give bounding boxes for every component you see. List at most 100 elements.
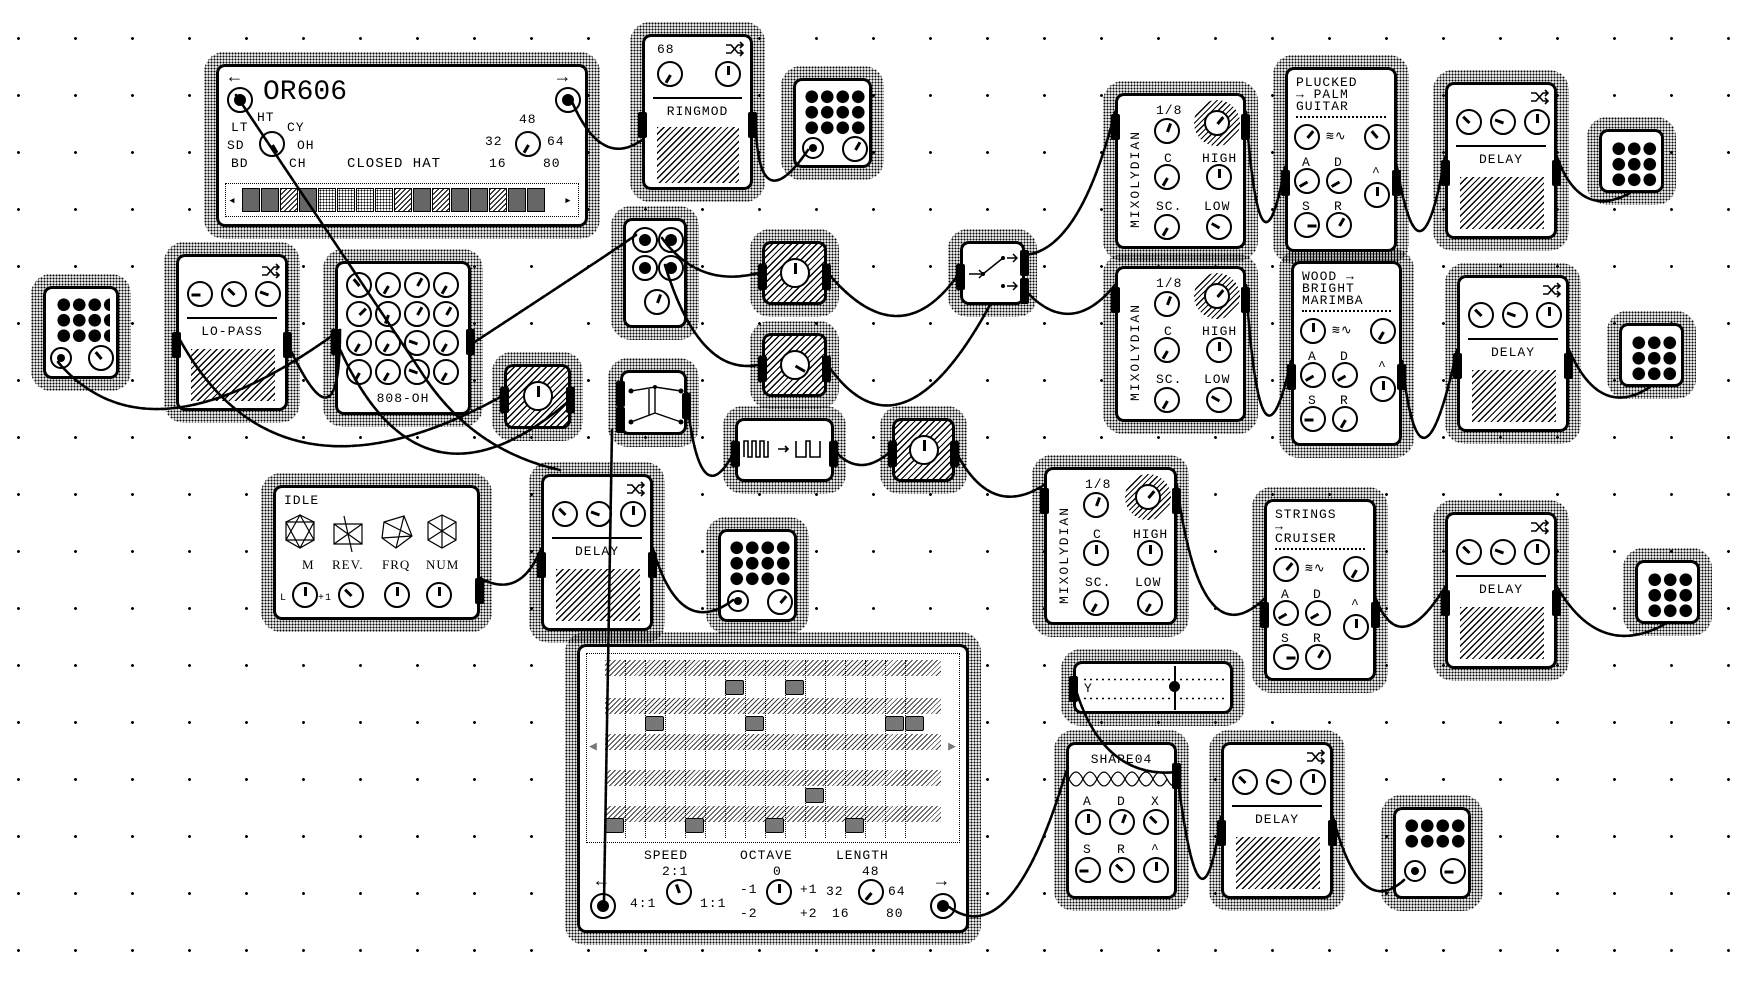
knob[interactable] bbox=[1502, 302, 1528, 328]
xy-scope-module[interactable]: Y bbox=[1061, 649, 1245, 726]
step[interactable] bbox=[508, 188, 526, 212]
switch-module[interactable] bbox=[948, 229, 1037, 317]
effect-pad[interactable] bbox=[1460, 177, 1544, 229]
delay-module[interactable]: DELAY bbox=[1209, 730, 1345, 911]
output-port[interactable] bbox=[822, 356, 831, 382]
step[interactable] bbox=[261, 188, 279, 212]
note[interactable] bbox=[905, 716, 924, 731]
step[interactable] bbox=[299, 188, 317, 212]
output-port[interactable] bbox=[682, 393, 691, 419]
knob[interactable] bbox=[404, 330, 430, 356]
knob[interactable] bbox=[644, 289, 670, 315]
peak-knob[interactable] bbox=[1343, 614, 1369, 640]
division-knob[interactable] bbox=[1083, 492, 1109, 518]
knob[interactable] bbox=[1490, 539, 1516, 565]
step[interactable] bbox=[527, 188, 545, 212]
knob[interactable] bbox=[1135, 484, 1161, 510]
output-port[interactable] bbox=[1392, 170, 1401, 196]
length-knob[interactable] bbox=[858, 879, 884, 905]
knob[interactable] bbox=[433, 359, 459, 385]
knob[interactable] bbox=[1266, 769, 1292, 795]
knob[interactable] bbox=[1364, 124, 1390, 150]
knob[interactable] bbox=[375, 359, 401, 385]
decay-knob[interactable] bbox=[1332, 362, 1358, 388]
jack[interactable] bbox=[658, 227, 684, 253]
knob[interactable] bbox=[552, 501, 578, 527]
instrument-voice-module[interactable]: WOOD → BRIGHT MARIMBA ≋∿ A D ^ S R bbox=[1279, 249, 1414, 458]
knob[interactable] bbox=[1204, 283, 1230, 309]
effect-pad[interactable] bbox=[191, 349, 275, 401]
output-port[interactable] bbox=[566, 387, 575, 413]
volume-knob[interactable] bbox=[842, 136, 868, 162]
knob[interactable] bbox=[1204, 110, 1230, 136]
low-knob[interactable] bbox=[1137, 590, 1163, 616]
shuffle-icon[interactable] bbox=[1530, 89, 1550, 105]
knob[interactable] bbox=[620, 501, 646, 527]
note[interactable] bbox=[725, 680, 744, 695]
input-port[interactable] bbox=[1260, 602, 1269, 628]
knob[interactable] bbox=[255, 281, 281, 307]
idle-module[interactable]: IDLE M REV. FRQ NUM L +1 bbox=[261, 473, 492, 632]
knob[interactable] bbox=[404, 301, 430, 327]
step[interactable] bbox=[470, 188, 488, 212]
output-jack[interactable] bbox=[1404, 860, 1426, 882]
sustain-knob[interactable] bbox=[1294, 212, 1320, 238]
knob[interactable] bbox=[426, 582, 452, 608]
delay-module[interactable]: DELAY bbox=[1433, 70, 1569, 251]
effect-pad[interactable] bbox=[1236, 837, 1320, 889]
knob[interactable] bbox=[375, 330, 401, 356]
sustain-knob[interactable] bbox=[1273, 644, 1299, 670]
instrument-select-knob[interactable] bbox=[259, 131, 285, 157]
knob[interactable] bbox=[187, 281, 213, 307]
knob[interactable] bbox=[1143, 809, 1169, 835]
speaker-output-module[interactable] bbox=[1381, 795, 1483, 911]
note-grid[interactable] bbox=[605, 660, 941, 838]
division-knob[interactable] bbox=[1154, 291, 1180, 317]
knob[interactable] bbox=[1343, 556, 1369, 582]
shuffle-icon[interactable] bbox=[1306, 749, 1326, 765]
effect-pad[interactable] bbox=[1460, 607, 1544, 659]
input-port[interactable] bbox=[758, 356, 767, 382]
knob[interactable] bbox=[1524, 539, 1550, 565]
input-port[interactable] bbox=[758, 264, 767, 290]
knob[interactable] bbox=[1075, 857, 1101, 883]
shuffle-icon[interactable] bbox=[1542, 282, 1562, 298]
scroll-left-button[interactable]: ◀ bbox=[589, 739, 598, 754]
knob[interactable] bbox=[1524, 109, 1550, 135]
output-port[interactable] bbox=[748, 112, 757, 138]
decay-knob[interactable] bbox=[1326, 168, 1352, 194]
delay-module[interactable]: DELAY bbox=[1433, 500, 1569, 681]
scale-knob[interactable] bbox=[1154, 214, 1180, 240]
output-port[interactable] bbox=[1552, 590, 1561, 616]
low-knob[interactable] bbox=[1206, 387, 1232, 413]
attenuator-module[interactable] bbox=[750, 321, 839, 409]
step[interactable] bbox=[394, 188, 412, 212]
knob[interactable] bbox=[404, 359, 430, 385]
step[interactable] bbox=[242, 188, 260, 212]
knob[interactable] bbox=[1300, 769, 1326, 795]
scale-knob[interactable] bbox=[1083, 590, 1109, 616]
attenuator-module[interactable] bbox=[880, 406, 967, 494]
step[interactable] bbox=[356, 188, 374, 212]
input-port[interactable] bbox=[1441, 160, 1450, 186]
speaker-output-module[interactable] bbox=[1607, 311, 1696, 399]
instrument-voice-module[interactable]: PLUCKED → PALM GUITAR ≋∿ A D ^ S R bbox=[1273, 55, 1409, 264]
input-port[interactable] bbox=[172, 332, 181, 358]
lopass-module[interactable]: LO-PASS bbox=[164, 242, 300, 423]
release-knob[interactable] bbox=[1305, 644, 1331, 670]
knob[interactable] bbox=[292, 582, 318, 608]
low-knob[interactable] bbox=[1206, 214, 1232, 240]
output-port[interactable] bbox=[822, 264, 831, 290]
release-knob[interactable] bbox=[1332, 406, 1358, 432]
attack-knob[interactable] bbox=[1300, 362, 1326, 388]
step[interactable] bbox=[489, 188, 507, 212]
output-jack[interactable] bbox=[50, 347, 72, 369]
knob[interactable] bbox=[375, 301, 401, 327]
input-port[interactable] bbox=[638, 112, 647, 138]
output-port[interactable] bbox=[1241, 287, 1250, 313]
note[interactable] bbox=[845, 818, 864, 833]
scroll-right-button[interactable]: ▶ bbox=[948, 739, 957, 754]
step[interactable] bbox=[318, 188, 336, 212]
input-port[interactable] bbox=[537, 552, 546, 578]
knob[interactable] bbox=[715, 61, 741, 87]
